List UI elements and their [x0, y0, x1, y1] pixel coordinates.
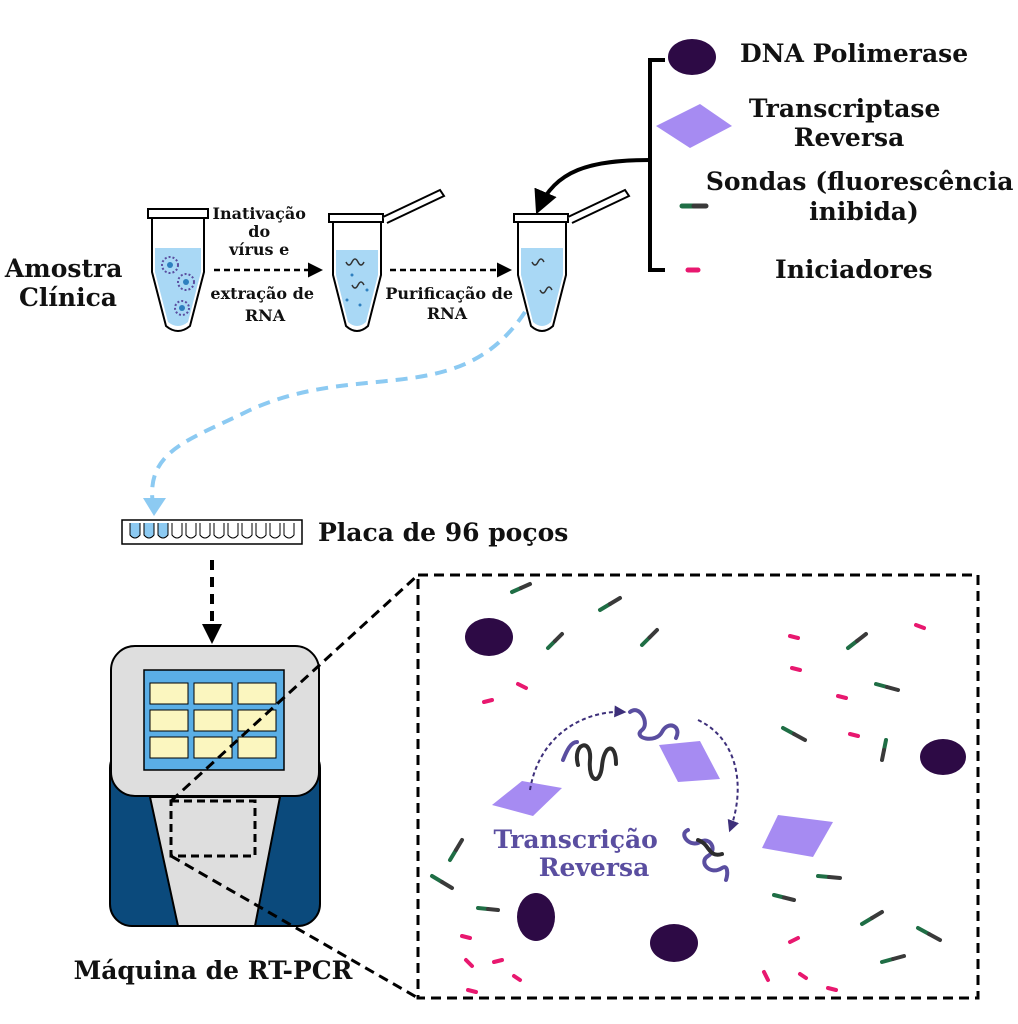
screen-cell	[149, 709, 189, 732]
probe-particle	[846, 632, 868, 650]
plate-well	[283, 523, 295, 539]
probe-particle	[598, 596, 622, 612]
transcriptase-icon	[656, 104, 732, 148]
probe-particle	[772, 893, 796, 902]
screen-cell	[193, 709, 233, 732]
plate-label: Placa de 96 poços	[318, 518, 568, 547]
primer-particle	[848, 732, 860, 738]
plate-well	[185, 523, 197, 539]
primer-particle	[492, 958, 504, 964]
probe-particles	[430, 582, 942, 964]
screen-cell	[149, 682, 189, 705]
plate-well	[157, 523, 169, 539]
primer-particle	[788, 936, 800, 944]
primer-particle	[914, 623, 926, 630]
plate-well	[227, 523, 239, 539]
tube-purified-rna	[513, 188, 631, 332]
probe-particle	[510, 582, 532, 594]
zoomed-reaction-panel: Transcrição Reversa	[416, 573, 980, 1000]
screen-cell	[193, 682, 233, 705]
plate-well	[171, 523, 183, 539]
primer-particle	[798, 972, 808, 980]
legend-label-probes: Sondas (fluorescência inibida)	[706, 167, 1018, 226]
probe-particle	[448, 838, 464, 862]
primer-particle	[464, 958, 474, 968]
plate-well	[241, 523, 253, 539]
machine-label: Máquina de RT-PCR	[74, 956, 353, 985]
rna-strand-icon	[345, 258, 365, 266]
legend-label-transcriptase: Transcriptase Reversa	[749, 94, 949, 152]
primer-particle	[762, 970, 770, 982]
legend-label-polymerase: DNA Polimerase	[740, 39, 968, 68]
primer-particle	[516, 682, 528, 690]
screen-cell	[237, 736, 277, 759]
probe-particle	[546, 632, 564, 650]
transfer-arrowhead	[143, 498, 166, 516]
rna-strands	[561, 708, 730, 882]
primer-particle	[512, 974, 522, 982]
dna-polymerase-icon	[668, 39, 716, 75]
primer-particles	[460, 623, 926, 994]
sample-label: Amostra Clínica	[4, 254, 131, 312]
probe-particle	[880, 954, 906, 964]
screen-cell	[149, 736, 189, 759]
primer-particle	[790, 666, 802, 672]
primer-particle	[826, 986, 838, 992]
legend: DNA Polimerase Transcriptase Reversa Son…	[534, 39, 1018, 284]
reverse-transcription-label: Transcrição Reversa	[493, 825, 666, 882]
tube-clinical-sample	[147, 208, 209, 332]
legend-label-primers: Iniciadores	[775, 255, 933, 284]
primer-particle	[836, 694, 848, 700]
probe-particle	[880, 738, 888, 762]
probe-particle	[874, 682, 900, 692]
probe-particle	[781, 726, 807, 742]
transcriptase-particles	[492, 741, 833, 857]
plate-well	[255, 523, 267, 539]
screen-cell	[193, 736, 233, 759]
plate-well	[269, 523, 281, 539]
probe-particle	[816, 874, 842, 880]
rt-pcr-machine	[109, 645, 321, 927]
plate-well	[199, 523, 211, 539]
probe-particle	[916, 926, 942, 942]
step1-label: Inativação do vírus e extração de RNA	[210, 204, 319, 325]
primer-particle	[482, 698, 494, 704]
legend-bracket	[648, 58, 665, 272]
legend-arrow	[534, 158, 651, 215]
probe-particle	[860, 910, 884, 926]
probe-particle	[640, 628, 659, 647]
96-well-plate	[121, 519, 303, 545]
step2-label: Purificação de RNA	[385, 284, 518, 323]
transfer-arrow	[150, 310, 527, 506]
virus-icon	[161, 256, 195, 316]
plate-well	[213, 523, 225, 539]
zoom-region	[169, 799, 257, 858]
primer-particle	[460, 934, 472, 940]
probe-particle	[430, 874, 454, 890]
primer-particle	[788, 634, 800, 640]
probe-particle	[476, 906, 500, 912]
tube-extracted-rna	[328, 188, 446, 332]
plate-well	[143, 523, 155, 539]
screen-cell	[237, 682, 277, 705]
plate-well	[129, 523, 141, 539]
dna-polymerase-particles	[465, 618, 966, 962]
primer-particle	[466, 988, 478, 994]
